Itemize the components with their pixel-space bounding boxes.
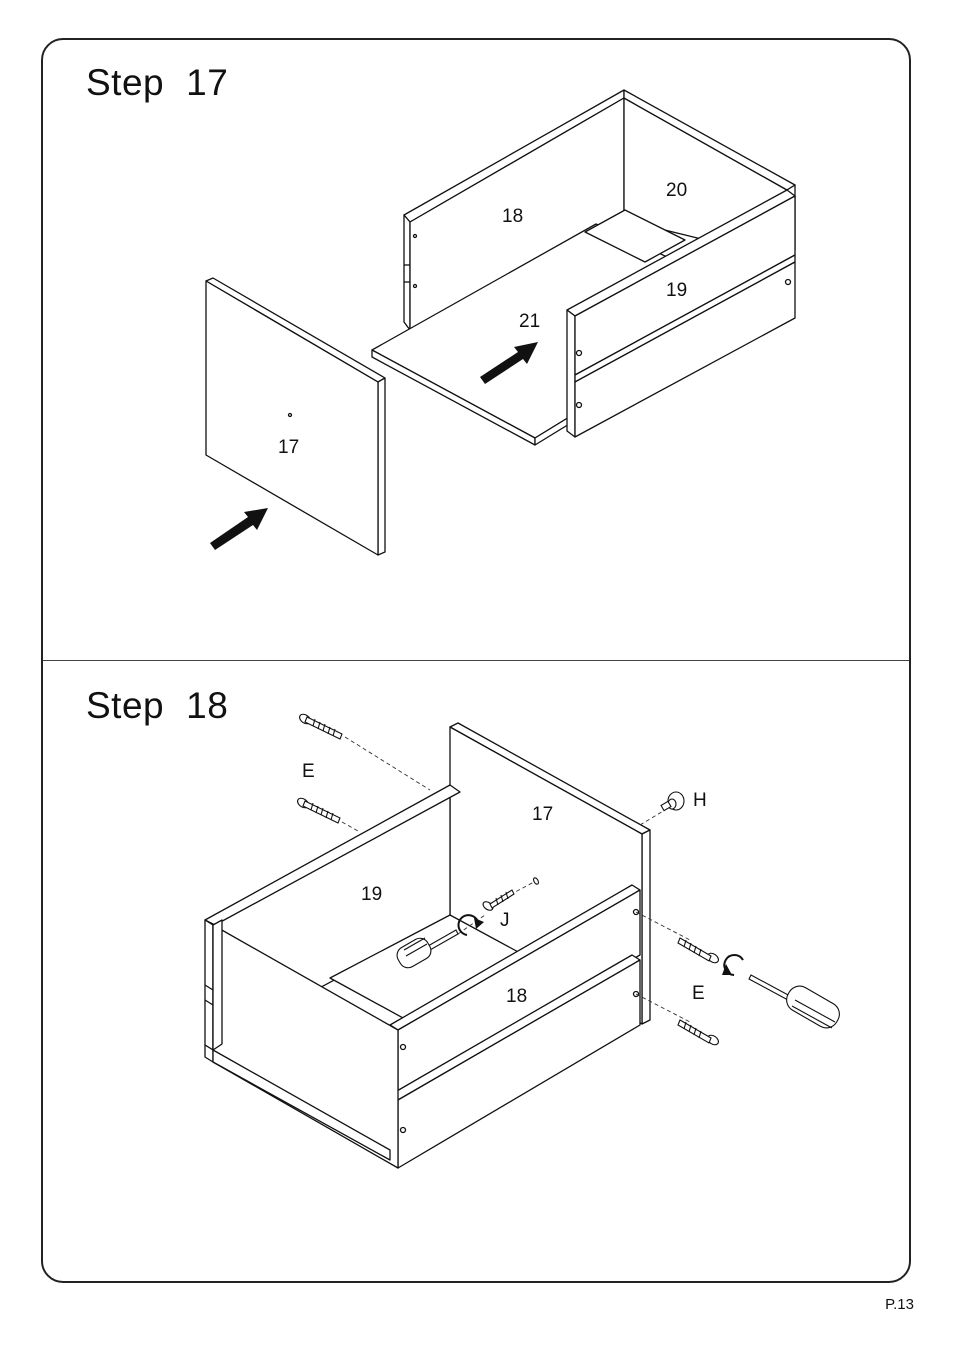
screw-e-icon: [296, 796, 340, 823]
hardware-label-h: H: [693, 790, 707, 811]
hardware-label-e: E: [302, 761, 315, 782]
page-number: P.13: [885, 1296, 914, 1313]
panel-19-edge: [213, 920, 222, 1050]
part-label-19: 19: [361, 884, 382, 905]
screw-e-icon: [298, 712, 342, 739]
part-label-18: 18: [506, 986, 527, 1007]
knob-h-icon: [661, 792, 684, 811]
screwdriver-icon: [749, 975, 844, 1032]
screw-e-icon: [678, 938, 720, 965]
screw-e-icon: [678, 1020, 720, 1047]
part-label-17: 17: [532, 804, 553, 825]
hardware-label-j: J: [500, 910, 510, 931]
hardware-label-e: E: [692, 983, 705, 1004]
